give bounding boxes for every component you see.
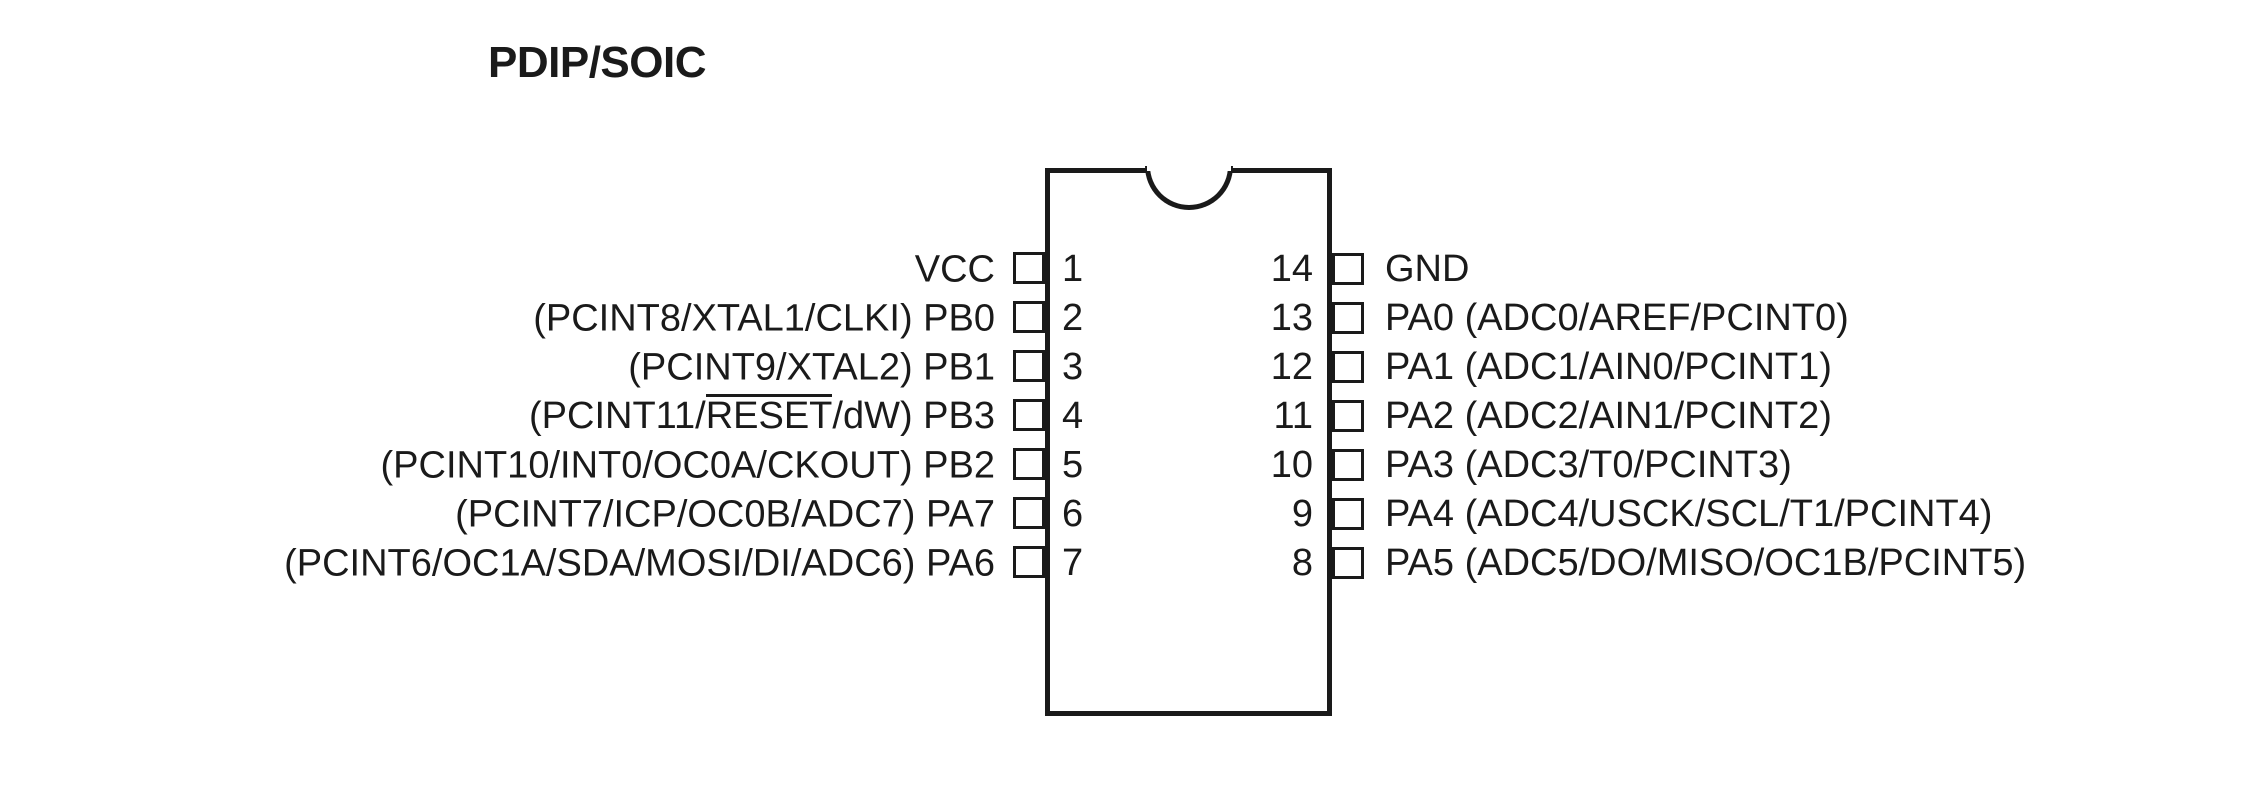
pin-number-10: 10 (1270, 444, 1313, 486)
pin-label-14: GND (1385, 248, 1470, 290)
pin-label-4-active-low: RESET (705, 394, 833, 438)
pin-pad-2[interactable] (1013, 300, 1045, 333)
pin-row-left-7[interactable]: (PCINT6/OC1A/SDA/MOSI/DI/ADC6) PA6 7 (0, 539, 1083, 588)
pin-row-right-11[interactable]: 11 PA2 (ADC2/AIN1/PCINT2) (1045, 392, 2254, 441)
pin-label-4: (PCINT11/RESET/dW) PB3 (529, 394, 995, 438)
pin-label-5: (PCINT10/INT0/OC0A/CKOUT) PB2 (380, 444, 995, 487)
pin-pad-9[interactable] (1332, 498, 1364, 530)
pin-row-right-10[interactable]: 10 PA3 (ADC3/T0/PCINT3) (1045, 441, 2254, 490)
pin-label-11: PA2 (ADC2/AIN1/PCINT2) (1385, 395, 1832, 437)
pin-pad-12[interactable] (1332, 351, 1364, 383)
pin-label-4-suffix: /dW) PB3 (832, 395, 995, 438)
pin-label-13: PA0 (ADC0/AREF/PCINT0) (1385, 297, 1849, 339)
pin-number-3: 3 (1062, 346, 1084, 388)
pin-number-8: 8 (1291, 542, 1313, 584)
pin-row-left-2[interactable]: (PCINT8/XTAL1/CLKI) PB0 2 (0, 294, 1083, 343)
pin-pad-3[interactable] (1013, 349, 1045, 382)
pin-row-left-3[interactable]: (PCINT9/XTAL2) PB1 3 (0, 343, 1083, 392)
pin-label-6: (PCINT7/ICP/OC0B/ADC7) PA7 (455, 493, 995, 536)
pin-row-left-1[interactable]: VCC 1 (0, 245, 1083, 294)
page-title: PDIP/SOIC (0, 38, 2254, 88)
pin-row-right-9[interactable]: 9 PA4 (ADC4/USCK/SCL/T1/PCINT4) (1045, 490, 2254, 539)
pin-row-right-14[interactable]: 14 GND (1045, 245, 2254, 294)
package-notch-mask (1147, 162, 1231, 171)
pin-label-3: (PCINT9/XTAL2) PB1 (628, 346, 995, 389)
pin-number-4: 4 (1062, 395, 1084, 437)
pin-pad-10[interactable] (1332, 449, 1364, 481)
pin-pad-4[interactable] (1013, 398, 1045, 431)
pin-pad-6[interactable] (1013, 496, 1045, 529)
pin-label-10: PA3 (ADC3/T0/PCINT3) (1385, 444, 1792, 486)
pin-number-14: 14 (1270, 248, 1313, 290)
pin-number-6: 6 (1062, 493, 1084, 535)
pin-label-8: PA5 (ADC5/DO/MISO/OC1B/PCINT5) (1385, 542, 2027, 584)
pin-number-7: 7 (1062, 542, 1084, 584)
pin-label-2: (PCINT8/XTAL1/CLKI) PB0 (533, 297, 995, 340)
pin-pad-14[interactable] (1332, 253, 1364, 285)
pin-pad-8[interactable] (1332, 547, 1364, 579)
pin-pad-13[interactable] (1332, 302, 1364, 334)
pin-label-9: PA4 (ADC4/USCK/SCL/T1/PCINT4) (1385, 493, 1993, 535)
pin-row-left-6[interactable]: (PCINT7/ICP/OC0B/ADC7) PA7 6 (0, 490, 1083, 539)
page-title-text: PDIP/SOIC (488, 38, 707, 87)
pin-number-9: 9 (1291, 493, 1313, 535)
pin-row-right-12[interactable]: 12 PA1 (ADC1/AIN0/PCINT1) (1045, 343, 2254, 392)
pin-label-1: VCC (914, 248, 995, 291)
pin-label-7: (PCINT6/OC1A/SDA/MOSI/DI/ADC6) PA6 (284, 542, 995, 585)
pin-pad-5[interactable] (1013, 447, 1045, 480)
pin-number-11: 11 (1273, 395, 1313, 437)
pin-pad-1[interactable] (1013, 251, 1045, 284)
pin-label-4-prefix: (PCINT11/ (529, 395, 706, 438)
pin-label-12: PA1 (ADC1/AIN0/PCINT1) (1385, 346, 1832, 388)
pin-pad-11[interactable] (1332, 400, 1364, 432)
pin-row-left-4[interactable]: (PCINT11/RESET/dW) PB3 4 (0, 392, 1083, 441)
chip-body-outline (1045, 168, 1332, 716)
pin-row-left-5[interactable]: (PCINT10/INT0/OC0A/CKOUT) PB2 5 (0, 441, 1084, 490)
pin-pad-7[interactable] (1013, 545, 1045, 578)
pin-number-13: 13 (1270, 297, 1313, 339)
pin-number-5: 5 (1062, 444, 1084, 486)
pin-row-right-8[interactable]: 8 PA5 (ADC5/DO/MISO/OC1B/PCINT5) (1045, 539, 2254, 588)
pin-number-2: 2 (1062, 297, 1084, 339)
pin-number-12: 12 (1270, 346, 1313, 388)
pin-number-1: 1 (1062, 248, 1084, 290)
pin-row-right-13[interactable]: 13 PA0 (ADC0/AREF/PCINT0) (1045, 294, 2254, 343)
